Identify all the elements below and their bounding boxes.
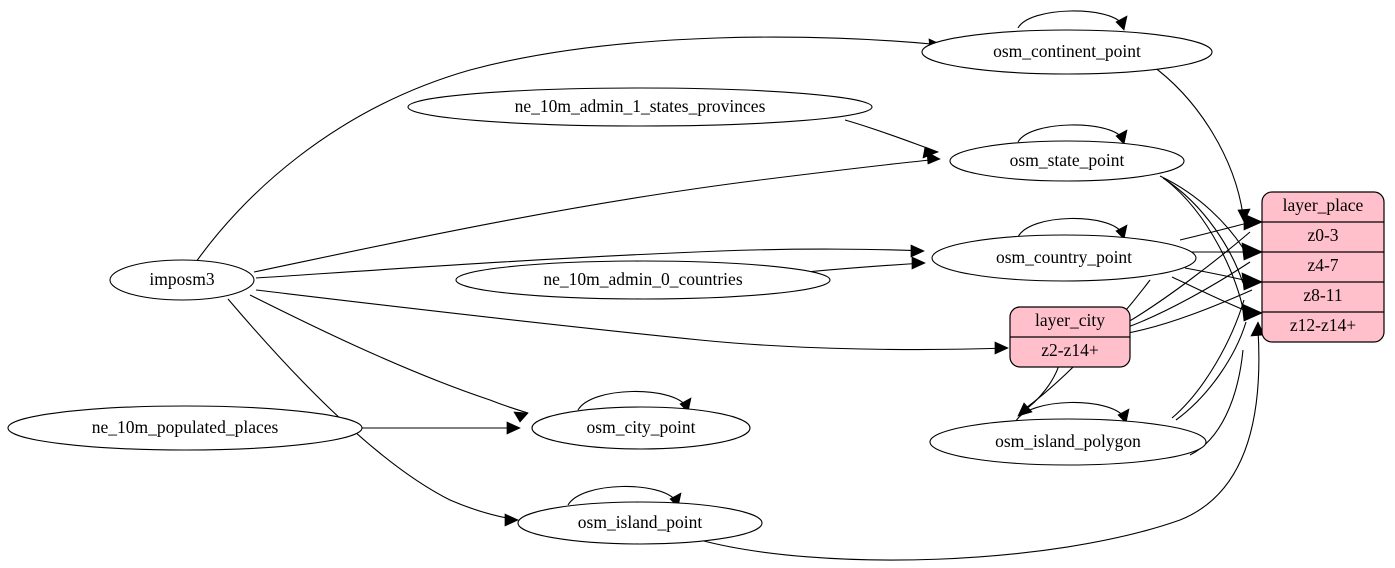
arrowhead-icon: [1115, 129, 1128, 145]
arrowhead-icon: [910, 244, 925, 258]
edge-state-self-loop: [1017, 124, 1123, 143]
arrowhead-icon: [994, 341, 1009, 355]
arrowhead-icon: [911, 256, 926, 270]
arrowhead-icon: [513, 411, 529, 423]
arrowhead-icon: [1017, 402, 1033, 417]
node-osm-continent-point-label: osm_continent_point: [993, 41, 1141, 61]
edge-island-polygon-to-place-z12: [1175, 321, 1247, 421]
arrowhead-icon: [506, 421, 521, 435]
node-osm-city-point[interactable]: osm_city_point: [531, 406, 751, 450]
node-osm-island-polygon[interactable]: osm_island_polygon: [929, 418, 1207, 466]
edge-imposm3-to-country: [255, 248, 925, 279]
edge-state-to-place-z12: [1165, 179, 1245, 314]
edge-ne-states-to-state: [844, 119, 939, 153]
node-osm-island-point[interactable]: osm_island_point: [517, 501, 763, 545]
edge-country-to-place-z03: [1179, 221, 1253, 241]
record-layer-city-row-0[interactable]: z2-z14+: [1041, 340, 1099, 360]
node-osm-country-point[interactable]: osm_country_point: [931, 234, 1197, 282]
node-osm-island-polygon-label: osm_island_polygon: [995, 431, 1141, 451]
arrowhead-icon: [1115, 15, 1128, 31]
edge-continent-to-place-z03: [1149, 63, 1244, 216]
edge-imposm3-to-continent: [195, 36, 943, 263]
edge-country-self-loop: [1017, 217, 1123, 238]
record-layer-place-row-0[interactable]: z0-3: [1307, 225, 1338, 245]
node-imposm3[interactable]: imposm3: [109, 259, 255, 301]
edge-ne-countries-to-country: [805, 262, 926, 273]
edge-island-point-self-loop: [567, 485, 677, 506]
edge-city-layer-to-place-z811: [1127, 289, 1253, 334]
arrowhead-icon: [504, 513, 519, 527]
arrowhead-icon: [1115, 224, 1128, 240]
node-osm-country-point-label: osm_country_point: [996, 247, 1132, 267]
arrowhead-icon: [1250, 321, 1265, 337]
edge-state-to-place-z811: [1162, 177, 1244, 284]
node-layer: imposm3 ne_10m_admin_1_states_provinces …: [7, 29, 1213, 545]
edge-city-layer-to-place-z47: [1127, 261, 1251, 328]
node-ne-10m-populated-places[interactable]: ne_10m_populated_places: [7, 405, 363, 451]
node-osm-island-point-label: osm_island_point: [578, 512, 703, 532]
edge-city-self-loop: [577, 390, 687, 411]
edge-country-to-place-z811: [1184, 267, 1253, 283]
record-layer-place-row-3[interactable]: z12-z14+: [1290, 315, 1356, 335]
edge-imposm3-to-city: [249, 294, 529, 414]
node-osm-state-point[interactable]: osm_state_point: [949, 140, 1185, 182]
arrowhead-icon: [922, 146, 939, 159]
record-layer-city[interactable]: layer_city z2-z14+: [1009, 306, 1131, 368]
node-ne-states-label: ne_10m_admin_1_states_provinces: [515, 96, 766, 116]
record-layer-city-title: layer_city: [1035, 310, 1105, 330]
edge-imposm3-to-layer-city: [255, 289, 1009, 351]
edge-city-layer-to-place-z03: [1127, 231, 1251, 323]
arrowhead-icon: [1243, 213, 1263, 231]
record-layer-place-title: layer_place: [1283, 195, 1364, 215]
node-ne-populated-label: ne_10m_populated_places: [92, 417, 279, 437]
node-ne-countries-label: ne_10m_admin_0_countries: [543, 269, 742, 289]
node-osm-state-point-label: osm_state_point: [1010, 150, 1125, 170]
edge-island-polygon-to-place-z811: [1171, 299, 1245, 419]
record-layer-place-row-1[interactable]: z4-7: [1307, 255, 1338, 275]
node-osm-continent-point[interactable]: osm_continent_point: [921, 29, 1213, 75]
edge-layer-city-to-island-polygon: [1021, 361, 1061, 413]
edge-country-to-place-z12: [1171, 276, 1253, 314]
edge-continent-self-loop: [1017, 10, 1123, 29]
node-ne-10m-admin-0-countries[interactable]: ne_10m_admin_0_countries: [455, 260, 831, 300]
arrowhead-icon: [1117, 408, 1130, 424]
edge-state-to-place-z47: [1159, 175, 1244, 249]
record-layer: layer_city z2-z14+ layer_place z0-3 z4-7…: [1009, 191, 1385, 368]
edge-imposm3-to-state: [253, 158, 941, 273]
edge-island-point-to-place-z12: [699, 329, 1260, 561]
record-layer-place[interactable]: layer_place z0-3 z4-7 z8-11 z12-z14+: [1261, 191, 1385, 343]
edge-imposm3-to-island-point: [227, 298, 519, 521]
node-imposm3-label: imposm3: [149, 269, 214, 289]
node-ne-10m-admin-1-states-provinces[interactable]: ne_10m_admin_1_states_provinces: [407, 87, 873, 127]
record-layer-place-row-2[interactable]: z8-11: [1303, 285, 1342, 305]
node-osm-city-point-label: osm_city_point: [587, 417, 696, 437]
